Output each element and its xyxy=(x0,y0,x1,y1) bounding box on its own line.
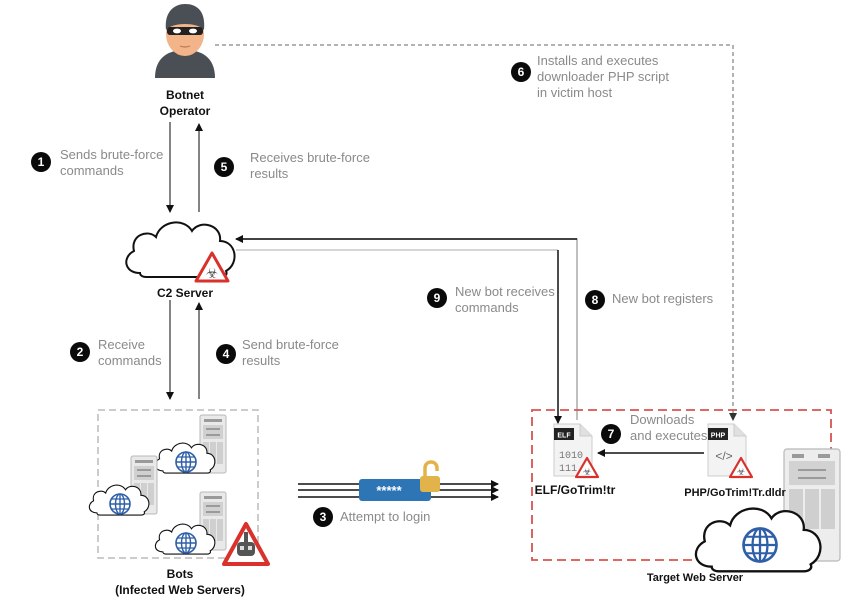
php-file-icon xyxy=(707,423,747,477)
elf-file-tag: ELF xyxy=(557,433,571,440)
step-3-badge: 3 xyxy=(313,507,333,527)
bots-group-box xyxy=(97,409,259,559)
svg-text:☣: ☣ xyxy=(737,467,746,478)
php-code-glyph: </> xyxy=(715,449,732,463)
target-server-label: Target Web Server xyxy=(646,572,744,584)
elf-file-binary-line1: 1010 xyxy=(559,451,583,462)
botnet-operator-label: Botnet Operator xyxy=(159,88,211,118)
arrow-step6-install-php xyxy=(215,44,737,421)
step-2-badge: 2 xyxy=(70,342,90,362)
bots-label: Bots (Infected Web Servers) xyxy=(115,567,245,597)
c2-server-label: C2 Server xyxy=(156,286,214,300)
php-biohazard-icon: ☣ xyxy=(728,456,754,479)
step-8-badge: 8 xyxy=(585,290,605,310)
step-5-badge: 5 xyxy=(214,157,234,177)
svg-text:☣: ☣ xyxy=(583,467,592,478)
step-7-badge: 7 xyxy=(601,424,621,444)
unlocked-padlock-icon xyxy=(420,460,440,492)
globe-icon xyxy=(742,527,778,563)
biohazard-warning-icon: ☣ xyxy=(194,251,230,283)
elf-file-binary-line2: 111 xyxy=(559,464,577,475)
step-1-badge: 1 xyxy=(31,152,51,172)
step-9-badge: 9 xyxy=(427,288,447,308)
bot-server-3 xyxy=(154,491,227,555)
elf-file-icon xyxy=(553,423,593,477)
password-mask: ***** xyxy=(376,483,402,498)
step-8-label: New bot registers xyxy=(612,291,714,306)
arrow-step8-register xyxy=(236,238,578,420)
step-3-label: Attempt to login xyxy=(340,509,431,524)
php-file-label: PHP/GoTrim!Tr.dldr xyxy=(684,487,786,499)
bot-server-2 xyxy=(88,455,158,516)
step-6-badge: 6 xyxy=(511,62,531,82)
bot-server-1 xyxy=(154,414,227,474)
elf-biohazard-icon: ☣ xyxy=(574,456,600,479)
elf-file-label: ELF/GoTrim!tr xyxy=(534,483,616,497)
password-field-icon xyxy=(359,479,431,501)
php-file-tag: PHP xyxy=(711,433,726,440)
svg-text:☣: ☣ xyxy=(206,266,219,282)
bot-robot-warning-icon xyxy=(222,522,270,566)
step-4-badge: 4 xyxy=(216,344,236,364)
botnet-operator-avatar xyxy=(155,4,215,78)
